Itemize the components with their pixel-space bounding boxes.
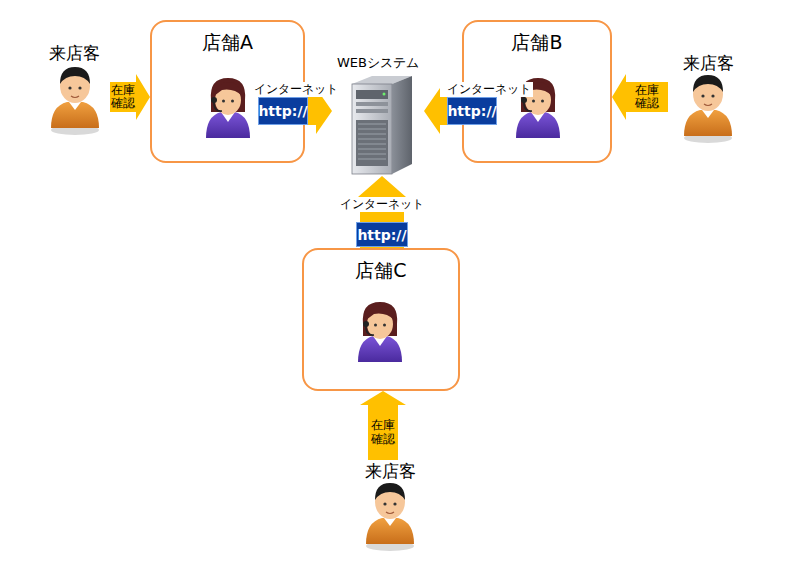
web-system: WEBシステム (332, 54, 424, 176)
block-arrow (360, 391, 406, 460)
http-badge: http:// (356, 222, 408, 247)
block-arrow (612, 74, 668, 120)
customer: 来店客 (38, 42, 110, 134)
internet-label: インターネット (445, 82, 533, 97)
web-system-title: WEBシステム (332, 54, 424, 72)
store-box-title: 店舗A (152, 30, 303, 56)
customer: 来店客 (668, 52, 748, 138)
store-box: 店舗C (302, 248, 460, 391)
customer-title: 来店客 (38, 42, 110, 65)
block-arrow (110, 74, 150, 120)
block-arrow (350, 176, 414, 248)
stock-check-label: 在庫 確認 (370, 419, 396, 445)
customer-title: 来店客 (350, 460, 430, 483)
store-box-title: 店舗B (464, 30, 610, 56)
customer: 来店客 (350, 460, 430, 548)
customer-title: 来店客 (668, 52, 748, 75)
server-icon (352, 76, 412, 174)
http-badge: http:// (258, 97, 308, 125)
internet-label: インターネット (252, 82, 340, 97)
http-badge: http:// (447, 97, 497, 125)
stock-check-label: 在庫 確認 (110, 84, 136, 110)
internet-label: インターネット (338, 197, 426, 212)
stock-check-label: 在庫 確認 (634, 84, 660, 110)
store-box-title: 店舗C (304, 258, 458, 284)
